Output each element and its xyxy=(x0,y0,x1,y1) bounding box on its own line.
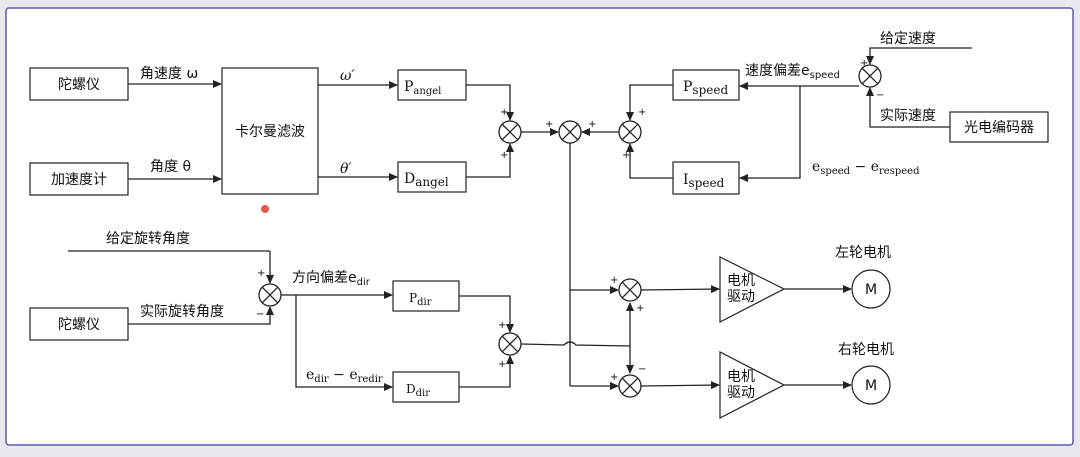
block-accelerometer: 加速度计 xyxy=(29,162,129,196)
label-angle: 角度 θ xyxy=(150,159,191,175)
svg-text:陀螺仪: 陀螺仪 xyxy=(58,77,100,93)
motor-right: M xyxy=(851,365,891,405)
svg-text:Pangel: Pangel xyxy=(404,79,441,97)
block-p-dir: Pdir xyxy=(392,280,460,312)
block-d-dir: Ddir xyxy=(392,371,460,403)
svg-text:+: + xyxy=(588,119,596,130)
svg-text:电机: 电机 xyxy=(727,369,755,385)
svg-text:−: − xyxy=(638,364,646,375)
label-actual-rotation-angle: 实际旋转角度 xyxy=(140,304,224,320)
svg-text:Ddir: Ddir xyxy=(406,382,430,399)
svg-text:Ispeed: Ispeed xyxy=(683,172,725,190)
sum-speed-pi xyxy=(618,120,642,144)
block-gyro-top: 陀螺仪 xyxy=(29,67,129,101)
svg-text:Pdir: Pdir xyxy=(409,291,432,308)
label-speed-error: 速度偏差espeed xyxy=(745,63,840,81)
svg-text:+: + xyxy=(610,372,618,383)
svg-text:驱动: 驱动 xyxy=(727,289,755,305)
block-d-angle: Dangel xyxy=(397,161,467,193)
block-driver-right: 电机 驱动 xyxy=(719,351,786,419)
signal-wires xyxy=(68,47,972,391)
svg-text:+: + xyxy=(257,268,265,279)
sum-right xyxy=(618,374,642,398)
svg-text:陀螺仪: 陀螺仪 xyxy=(58,317,100,333)
svg-text:+: + xyxy=(498,320,506,331)
sum-left xyxy=(618,278,642,302)
svg-text:M: M xyxy=(865,282,877,298)
sum-angle xyxy=(498,120,522,144)
block-p-speed: Pspeed xyxy=(672,69,740,101)
label-angular-velocity: 角速度 ω xyxy=(140,66,198,82)
svg-text:+: + xyxy=(500,150,508,161)
svg-text:−: − xyxy=(876,90,884,101)
svg-text:电机: 电机 xyxy=(727,273,755,289)
block-driver-left: 电机 驱动 xyxy=(719,256,786,323)
label-dir-diff: edir − eredir xyxy=(306,367,383,385)
svg-text:+: + xyxy=(638,107,646,118)
label-actual-speed: 实际速度 xyxy=(880,108,936,124)
label-given-rotation-angle: 给定旋转角度 xyxy=(106,231,190,247)
label-theta-prime: θ′ xyxy=(340,161,352,177)
svg-text:Dangel: Dangel xyxy=(404,171,449,189)
svg-text:Pspeed: Pspeed xyxy=(683,79,728,97)
svg-text:+: + xyxy=(610,275,618,286)
motor-left: M xyxy=(851,269,891,309)
block-kalman-filter: 卡尔曼滤波 xyxy=(221,67,319,195)
block-p-angle: Pangel xyxy=(397,69,467,101)
svg-text:−: − xyxy=(256,309,264,320)
svg-text:+: + xyxy=(622,150,630,161)
label-right-motor: 右轮电机 xyxy=(838,342,894,358)
svg-text:+: + xyxy=(500,107,508,118)
svg-text:+: + xyxy=(636,303,644,314)
junction-signs: + + + + + + + − + − + + + + + − xyxy=(256,58,884,383)
svg-text:+: + xyxy=(498,359,506,370)
sum-dir-pd xyxy=(498,332,522,356)
sum-dir-error xyxy=(258,283,282,307)
label-given-speed: 给定速度 xyxy=(880,31,936,47)
sum-speed-error xyxy=(858,64,882,88)
svg-text:M: M xyxy=(865,378,877,394)
label-dir-error: 方向偏差edir xyxy=(292,270,371,288)
cursor-marker-icon xyxy=(261,205,269,213)
svg-text:驱动: 驱动 xyxy=(727,385,755,401)
sum-main xyxy=(558,120,582,144)
label-omega-prime: ω′ xyxy=(340,68,355,84)
svg-text:+: + xyxy=(545,119,553,130)
svg-text:光电编码器: 光电编码器 xyxy=(964,120,1034,136)
block-gyro-bottom: 陀螺仪 xyxy=(29,307,129,341)
block-encoder: 光电编码器 xyxy=(949,111,1049,143)
label-speed-diff: espeed − erespeed xyxy=(812,159,920,177)
svg-text:+: + xyxy=(860,58,868,69)
block-i-speed: Ispeed xyxy=(672,161,740,195)
svg-text:卡尔曼滤波: 卡尔曼滤波 xyxy=(235,124,305,140)
label-left-motor: 左轮电机 xyxy=(835,245,891,261)
svg-text:加速度计: 加速度计 xyxy=(51,172,107,188)
